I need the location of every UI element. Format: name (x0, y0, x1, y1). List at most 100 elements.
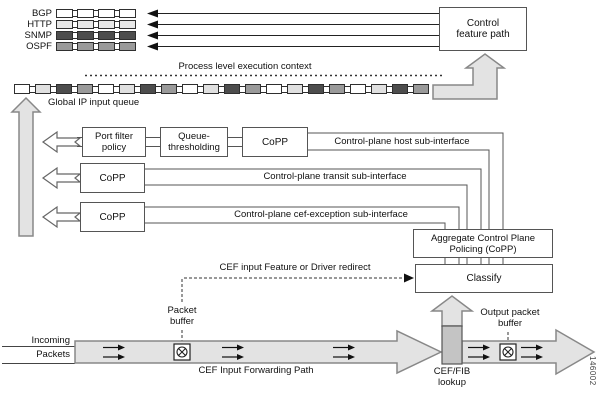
copp-cef-exception-box: CoPP (80, 202, 145, 232)
copp-transit-label: CoPP (99, 172, 126, 184)
ospf-queue (56, 42, 136, 51)
cef-exception-subinterface-pipe-label: Control-plane cef-exception sub-interfac… (234, 209, 408, 220)
queue-link (282, 85, 287, 93)
queue-link (115, 32, 119, 39)
queue-thresholding-line1: Queue- (178, 131, 210, 142)
queue-box (350, 84, 366, 94)
queue-box (98, 42, 115, 51)
queue-link (94, 43, 98, 50)
bgp-queue (56, 9, 136, 18)
queue-box (35, 84, 51, 94)
queue-box (119, 84, 135, 94)
queue-box (98, 20, 115, 29)
queue-box (245, 84, 261, 94)
cef-forwarding-arrow-left (74, 329, 443, 375)
queue-box (14, 84, 30, 94)
queue-link (115, 10, 119, 17)
punt-to-classify-arrow (429, 295, 475, 327)
output-packet-buffer-icon (499, 343, 517, 361)
aggregate-copp-box: Aggregate Control Plane Policing (CoPP) (413, 229, 553, 258)
packets-label: Packets (36, 349, 70, 360)
cef-forwarding-arrow-right (461, 328, 596, 376)
queue-link (115, 43, 119, 50)
packet-flow-arrows (103, 344, 543, 360)
cef-fib-line1: CEF/FIB (433, 366, 471, 377)
protocol-label-bgp: BGP (31, 8, 52, 19)
http-queue (56, 20, 136, 29)
queue-link (73, 21, 77, 28)
queue-link (240, 85, 245, 93)
classify-label: Classify (466, 273, 502, 284)
queue-box (56, 84, 72, 94)
queue-link (73, 10, 77, 17)
queue-box (119, 20, 136, 29)
queue-box (98, 9, 115, 18)
cef-fib-lookup-label: CEF/FIB lookup (420, 366, 484, 388)
packet-buffer-line1: Packet (167, 305, 197, 316)
queue-box (77, 42, 94, 51)
copp-transit-box: CoPP (80, 163, 145, 193)
copp-host-label: CoPP (261, 136, 289, 148)
queue-link (115, 21, 119, 28)
aggregate-line2: Policing (CoPP) (449, 243, 517, 255)
queue-link (94, 32, 98, 39)
queue-link (303, 85, 308, 93)
queue-link (94, 10, 98, 17)
queue-link (73, 32, 77, 39)
cef-fib-lookup-block (441, 325, 463, 365)
protocol-label-snmp: SNMP (24, 30, 52, 41)
host-subinterface-pipe-label: Control-plane host sub-interface (334, 136, 470, 147)
queue-box (77, 84, 93, 94)
punt-up-arrow (10, 96, 42, 237)
output-buffer-line2: buffer (497, 318, 523, 329)
queue-link (366, 85, 371, 93)
control-feature-path-line2: feature path (456, 29, 510, 40)
incoming-label: Incoming (31, 335, 70, 346)
queue-box (56, 42, 73, 51)
queue-box (329, 84, 345, 94)
queue-box (119, 9, 136, 18)
queue-box (203, 84, 219, 94)
queue-box (287, 84, 303, 94)
subinterface-pipes (145, 132, 504, 229)
global-ip-input-queue (14, 84, 429, 94)
port-filter-line1: Port filter (94, 131, 133, 142)
queue-thresholding-box: Queue- thresholding (160, 127, 228, 157)
subinterface-left-arrows (41, 130, 82, 229)
transit-subinterface-pipe-label: Control-plane transit sub-interface (263, 171, 407, 182)
queue-link (30, 85, 35, 93)
queue-link (324, 85, 329, 93)
queue-box (392, 84, 408, 94)
queue-box (140, 84, 156, 94)
queue-link (198, 85, 203, 93)
queue-box (119, 31, 136, 40)
queue-to-feature-path-arrow (432, 53, 507, 100)
queue-link (114, 85, 119, 93)
queue-box (98, 84, 114, 94)
queue-box (308, 84, 324, 94)
classify-box: Classify (415, 264, 553, 293)
protocol-label-ospf: OSPF (26, 41, 52, 52)
copp-cef-exception-label: CoPP (99, 211, 126, 223)
global-ip-input-queue-label: Global IP input queue (48, 97, 140, 108)
queue-box (413, 84, 429, 94)
queue-thresholding-line2: thresholding (168, 142, 220, 153)
queue-box (56, 9, 73, 18)
aggregate-classify-links (444, 258, 504, 264)
packet-buffer-line2: buffer (169, 316, 195, 327)
aggregate-line1: Aggregate Control Plane (430, 232, 536, 244)
snmp-queue (56, 31, 136, 40)
copp-host-box: CoPP (242, 127, 308, 157)
process-level-context-label: Process level execution context (178, 61, 312, 72)
port-filter-policy-box: Port filter policy (82, 127, 146, 157)
queue-box (119, 42, 136, 51)
queue-link (94, 21, 98, 28)
queue-link (261, 85, 266, 93)
cef-redirect-label: CEF input Feature or Driver redirect (219, 262, 371, 273)
control-feature-path-line1: Control (466, 18, 500, 29)
queue-link (135, 85, 140, 93)
queue-link (177, 85, 182, 93)
cef-fib-line2: lookup (438, 377, 466, 388)
packet-buffer-label: Packet buffer (152, 305, 212, 327)
